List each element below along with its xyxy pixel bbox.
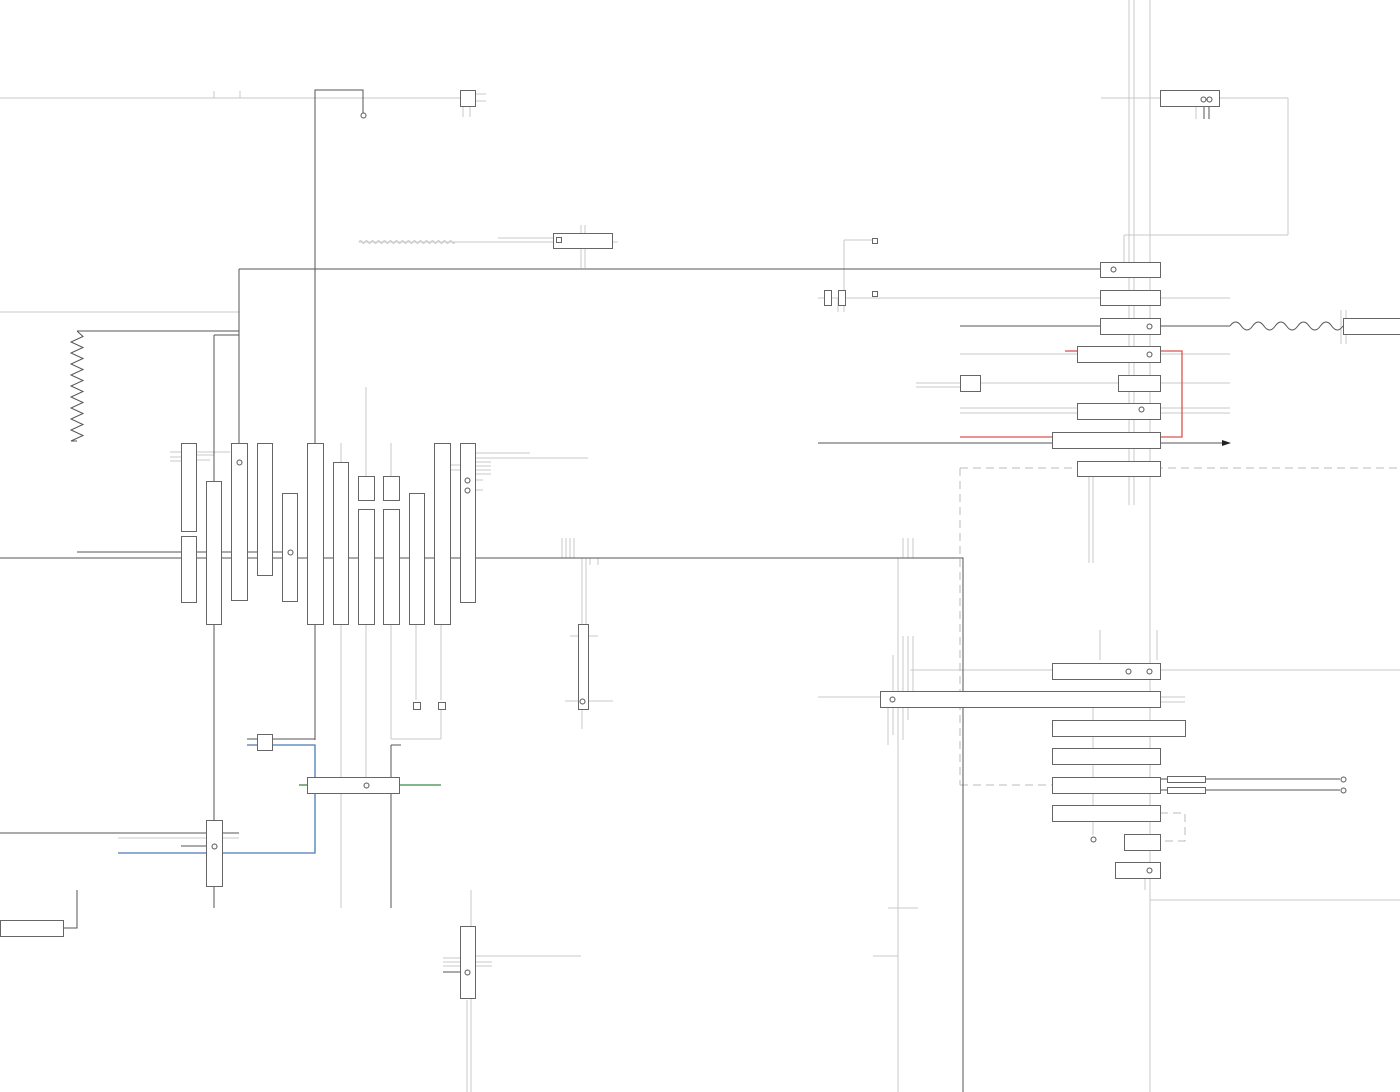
component-box bbox=[1052, 720, 1186, 737]
component-box bbox=[1077, 346, 1161, 363]
component-box bbox=[1077, 461, 1161, 477]
terminal-circle-icon bbox=[211, 843, 218, 850]
terminal-circle-icon bbox=[1090, 836, 1097, 843]
component-box bbox=[460, 443, 476, 603]
terminal-circle-icon bbox=[889, 696, 896, 703]
terminal-circle-icon bbox=[1138, 406, 1145, 413]
component-box bbox=[460, 90, 476, 107]
terminal-circle-icon bbox=[1110, 266, 1117, 273]
symbol-icons bbox=[69, 240, 1344, 446]
component-box bbox=[383, 509, 400, 625]
dashed-line bbox=[1160, 812, 1186, 842]
component-box bbox=[1052, 748, 1161, 765]
component-box bbox=[1118, 375, 1161, 392]
resistor-zigzag-icon bbox=[69, 330, 85, 442]
component-box bbox=[206, 820, 223, 887]
terminal-circle-icon bbox=[464, 487, 471, 494]
component-box bbox=[1343, 318, 1400, 335]
component-box bbox=[1124, 834, 1161, 851]
component-box bbox=[358, 509, 375, 625]
dark-wire bbox=[63, 890, 78, 929]
component-box bbox=[1115, 862, 1161, 879]
component-box bbox=[1052, 777, 1161, 794]
component-box bbox=[460, 926, 476, 999]
terminal-circle-icon bbox=[1340, 776, 1347, 783]
dashed-boundary bbox=[959, 467, 1400, 842]
terminal-circle-icon bbox=[1146, 351, 1153, 358]
terminal-circle-icon bbox=[1146, 323, 1153, 330]
inductor-wave-icon bbox=[358, 240, 456, 244]
terminal-circle-icon bbox=[1340, 787, 1347, 794]
arrowhead-icon bbox=[1222, 440, 1231, 446]
terminals bbox=[211, 96, 1347, 976]
component-box bbox=[307, 443, 324, 625]
component-box bbox=[1100, 318, 1161, 335]
component-box bbox=[960, 375, 981, 392]
component-box bbox=[1052, 663, 1161, 680]
red-wire bbox=[1160, 350, 1183, 438]
component-box bbox=[231, 443, 248, 601]
component-box bbox=[333, 462, 349, 625]
component-box bbox=[1100, 262, 1161, 278]
component-box bbox=[578, 624, 589, 710]
terminal-circle-icon bbox=[579, 698, 586, 705]
component-box bbox=[434, 443, 451, 625]
component-box bbox=[1077, 403, 1161, 420]
terminal-circle-icon bbox=[464, 969, 471, 976]
component-box bbox=[206, 481, 222, 625]
terminal-circle-icon bbox=[287, 549, 294, 556]
dark-wire bbox=[0, 557, 964, 1092]
terminal-circle-icon bbox=[236, 459, 243, 466]
component-box bbox=[1052, 805, 1161, 822]
component-box bbox=[383, 476, 400, 501]
red-wires bbox=[960, 350, 1183, 438]
component-box bbox=[872, 238, 878, 244]
terminal-circle-icon bbox=[363, 782, 370, 789]
components bbox=[0, 90, 1400, 999]
component-box bbox=[0, 920, 64, 937]
terminal-circle-icon bbox=[1146, 668, 1153, 675]
component-box bbox=[1052, 432, 1161, 449]
component-box bbox=[824, 290, 832, 306]
component-box bbox=[1167, 787, 1206, 794]
component-box bbox=[838, 290, 846, 306]
component-box bbox=[1160, 90, 1220, 107]
component-box bbox=[282, 493, 298, 602]
component-box bbox=[438, 702, 446, 710]
component-box bbox=[872, 291, 878, 297]
terminal-circle-icon bbox=[1200, 96, 1207, 103]
component-box bbox=[257, 443, 273, 576]
component-box bbox=[358, 476, 375, 501]
component-box bbox=[181, 536, 197, 603]
component-box bbox=[556, 237, 562, 243]
component-box bbox=[1100, 290, 1161, 306]
component-box bbox=[307, 777, 400, 794]
terminal-circle-icon bbox=[464, 477, 471, 484]
terminal-circle-icon bbox=[1146, 867, 1153, 874]
component-box bbox=[181, 443, 197, 532]
terminal-circle-icon bbox=[1206, 96, 1213, 103]
inductor-wave-icon bbox=[1229, 321, 1344, 331]
component-box bbox=[1167, 776, 1206, 783]
component-box bbox=[257, 734, 273, 751]
dark-wires bbox=[0, 89, 1340, 1092]
terminal-circle-icon bbox=[1125, 668, 1132, 675]
component-box bbox=[413, 702, 421, 710]
dark-wire bbox=[314, 89, 364, 740]
terminal-circle-icon bbox=[360, 112, 367, 119]
component-box bbox=[409, 493, 425, 625]
component-box bbox=[880, 691, 1161, 708]
component-box bbox=[553, 233, 613, 249]
